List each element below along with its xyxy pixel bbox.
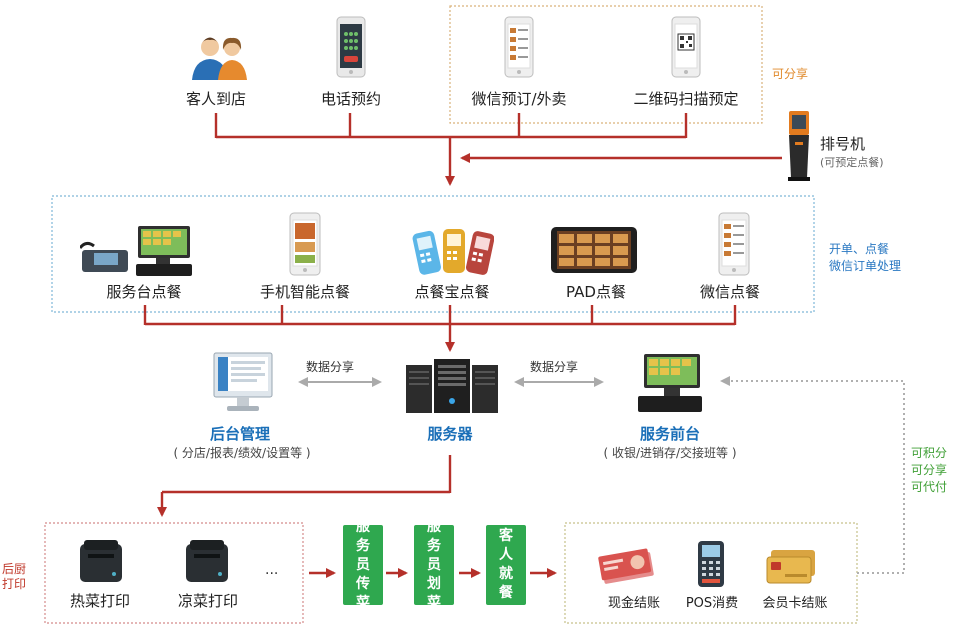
server-icon [406, 359, 498, 413]
label-wechat-order: 微信点餐 [699, 283, 760, 301]
server-title: 服务器 [427, 425, 473, 443]
note-ordering-line2: 微信订单处理 [829, 259, 902, 273]
label-mobile-order: 手机智能点餐 [259, 283, 350, 301]
step-waiter-mark: 服 务 员 划 菜 [414, 519, 454, 611]
note-ordering: 开单、点餐 微信订单处理 [829, 241, 901, 275]
qr-code-phone-icon [671, 16, 701, 78]
step2-char: 服 [427, 518, 441, 535]
backend-monitor-icon [213, 352, 273, 411]
pad-tablet-icon [551, 227, 637, 273]
kitchen-print-label: 后厨 打印 [2, 562, 26, 592]
label-member-card-checkout: 会员卡结账 [762, 596, 828, 611]
queue-machine-title: 排号机 [820, 135, 866, 153]
note-shareable: 可分享 [772, 67, 809, 81]
step2-char: 务 [427, 537, 441, 554]
cold-dish-printer-icon [186, 540, 228, 582]
kitchen-label-line1: 后厨 [2, 562, 27, 576]
customers-icon [192, 37, 247, 80]
step3-char: 就 [499, 566, 513, 582]
label-qr-booking: 二维码扫描预定 [633, 90, 739, 108]
note-ordering-line1: 开单、点餐 [829, 242, 890, 256]
backend-subtitle: ( 分店/报表/绩效/设置等 ) [173, 446, 311, 460]
hot-dish-printer-icon [80, 540, 122, 582]
handheld-order-devices-icon [412, 229, 494, 275]
step1-char: 员 [356, 556, 370, 573]
label-cold-print: 凉菜打印 [177, 592, 238, 610]
pos-terminal-icon [698, 541, 724, 587]
step-waiter-serve: 服 务 员 传 菜 [343, 519, 383, 611]
front-desk-subtitle: ( 收银/进销存/交接班等 ) [603, 446, 737, 460]
more-printers-ellipsis: ... [265, 562, 279, 578]
step2-char: 划 [427, 575, 441, 592]
label-guest-arrival: 客人到店 [186, 90, 247, 108]
mobile-order-phone-icon [289, 212, 321, 276]
service-desk-pos-icon [80, 226, 192, 276]
kitchen-box [44, 522, 304, 624]
member-card-icon [766, 550, 815, 584]
ordering-box [51, 195, 815, 313]
step3-char: 客 [499, 528, 513, 544]
label-data-share-left: 数据分享 [306, 360, 355, 374]
label-hot-print: 热菜打印 [69, 592, 130, 610]
wechat-order-phone2-icon [718, 212, 750, 276]
wechat-order-phone-icon [504, 16, 534, 78]
note-share: 可分享 [911, 463, 948, 477]
step3-char: 餐 [499, 585, 513, 601]
label-wechat-booking: 微信预订/外卖 [471, 90, 567, 108]
queue-machine-subtitle: (可预定点餐) [820, 156, 884, 169]
step1-char: 务 [356, 537, 370, 554]
label-phone-booking: 电话预约 [320, 90, 381, 108]
step3-char: 人 [499, 547, 513, 563]
queue-kiosk-icon [788, 111, 810, 181]
kitchen-label-line2: 打印 [2, 577, 27, 591]
step1-char: 服 [356, 518, 370, 535]
front-desk-title: 服务前台 [639, 425, 700, 443]
note-points-share-pay: 可积分 可分享 可代付 [911, 445, 947, 496]
phone-call-icon [336, 16, 366, 78]
step1-char: 传 [356, 575, 370, 592]
note-points: 可积分 [911, 446, 948, 460]
label-handheld-order: 点餐宝点餐 [414, 283, 490, 301]
label-data-share-right: 数据分享 [530, 360, 579, 374]
step1-char: 菜 [356, 594, 370, 611]
step-guest-dining: 客 人 就 餐 [486, 525, 526, 605]
label-cash-checkout: 现金结账 [607, 596, 660, 611]
note-proxy-pay: 可代付 [911, 480, 948, 494]
label-pos-payment: POS消费 [685, 596, 739, 611]
backend-title: 后台管理 [209, 425, 270, 443]
shareable-box [449, 5, 763, 124]
cash-icon [598, 548, 654, 584]
label-counter-order: 服务台点餐 [106, 283, 182, 301]
step2-char: 员 [427, 556, 441, 573]
front-desk-pos-icon [638, 354, 702, 412]
label-pad-order: PAD点餐 [566, 283, 626, 301]
step2-char: 菜 [427, 594, 441, 611]
